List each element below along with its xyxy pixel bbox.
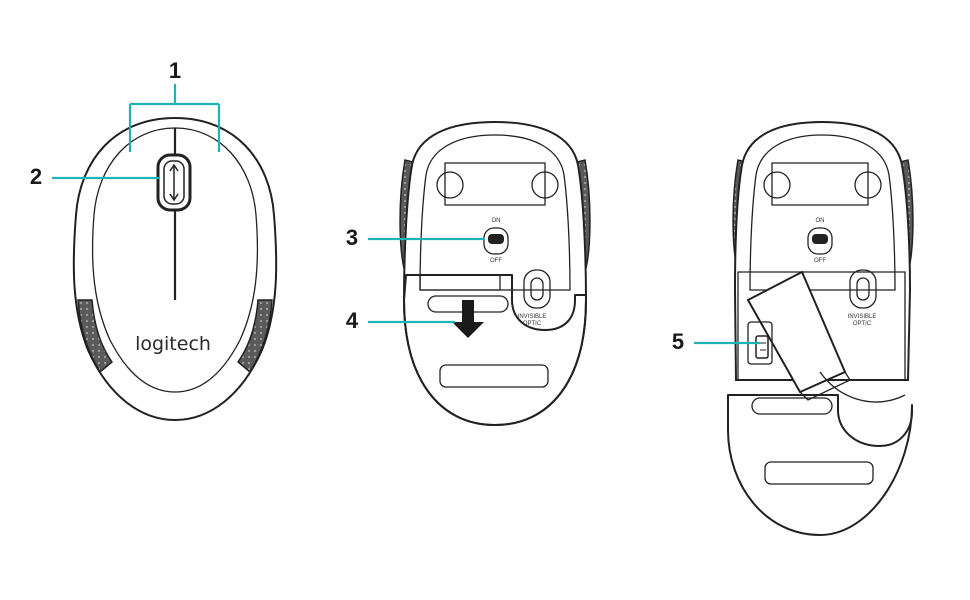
mouse-bottom-view: ON OFF INVISIBLE OPTIC (399, 120, 591, 427)
sensor-label-2: OPTIC (523, 321, 542, 327)
switch-off-label: OFF (490, 258, 502, 264)
callout-4-label: 4 (346, 308, 359, 333)
callout-5-label: 5 (672, 329, 684, 354)
callout-2-label: 2 (30, 164, 42, 189)
callout-2: 2 (30, 164, 160, 189)
brand-logo-text: logitech (135, 333, 211, 355)
callout-5: 5 (672, 329, 760, 354)
sensor-label-3: INVISIBLE (848, 314, 877, 320)
callout-3-label: 3 (346, 225, 358, 250)
sensor-label-1: INVISIBLE (518, 314, 547, 320)
switch-on-label: ON (492, 218, 501, 224)
mouse-top-view: logitech (72, 116, 278, 422)
callout-1-label: 1 (169, 58, 181, 83)
switch-off-label-2: OFF (814, 258, 826, 264)
switch-on-label-2: ON (816, 218, 825, 224)
callout-3: 3 (346, 225, 485, 250)
mouse-bottom-open-view: ON OFF INVISIBLE OPTIC (727, 120, 914, 536)
callout-4: 4 (346, 308, 455, 333)
sensor-label-4: OPTIC (853, 321, 872, 327)
callout-1: 1 (128, 58, 221, 152)
